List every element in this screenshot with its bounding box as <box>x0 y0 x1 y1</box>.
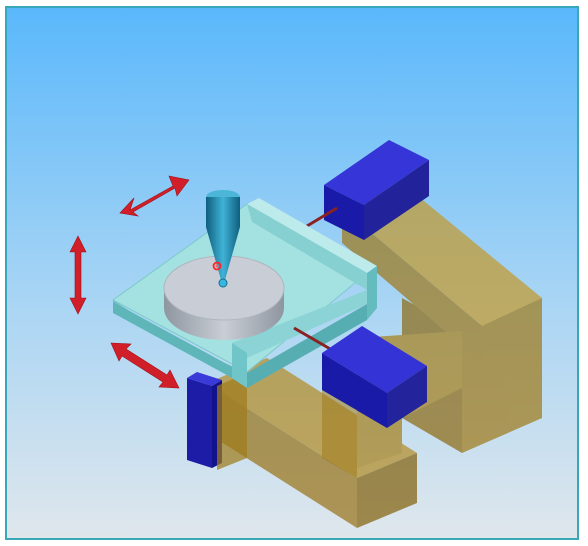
probe-icon <box>206 190 240 288</box>
scanner-stage-diagram <box>7 8 577 538</box>
rear-actuator-side <box>364 160 429 240</box>
laser-spot-glow <box>215 264 219 268</box>
rear-actuator <box>324 140 429 240</box>
tilt-arrow-icon <box>119 175 190 217</box>
sample-disk <box>163 255 285 340</box>
probe-tip <box>218 278 228 288</box>
left-actuator-top <box>187 372 222 386</box>
front-actuator-side <box>387 366 427 428</box>
rear-connector-rod <box>306 206 338 228</box>
stage-right-face <box>247 304 367 388</box>
laser-spot <box>212 261 222 271</box>
front-actuator <box>293 326 427 428</box>
vertical-arrow-icon <box>69 235 87 315</box>
stage-right-rim-inner <box>232 290 367 358</box>
diagram-frame <box>5 6 579 540</box>
left-actuator <box>187 372 222 468</box>
front-connector-rod <box>293 326 333 352</box>
frame-lower-beam-side <box>357 453 417 528</box>
frame-front-post <box>217 373 247 470</box>
stage-right-rim-face <box>367 266 377 320</box>
stage-front-bottom <box>113 302 247 386</box>
diagonal-arrow-icon <box>110 342 180 389</box>
rear-actuator-top <box>324 140 429 205</box>
probe-body <box>206 197 240 227</box>
rear-actuator-front <box>324 185 364 240</box>
probe-cone <box>206 227 240 280</box>
stage-rear-rim-inner <box>247 204 367 290</box>
left-actuator-front <box>187 378 212 468</box>
front-actuator-top <box>322 326 427 393</box>
frame-top-beam-side <box>342 208 482 363</box>
front-actuator-front <box>322 353 387 428</box>
frame-front-vertical <box>322 390 357 478</box>
stage-rear-rim-top <box>247 198 377 273</box>
stage-corner-block <box>232 343 247 388</box>
